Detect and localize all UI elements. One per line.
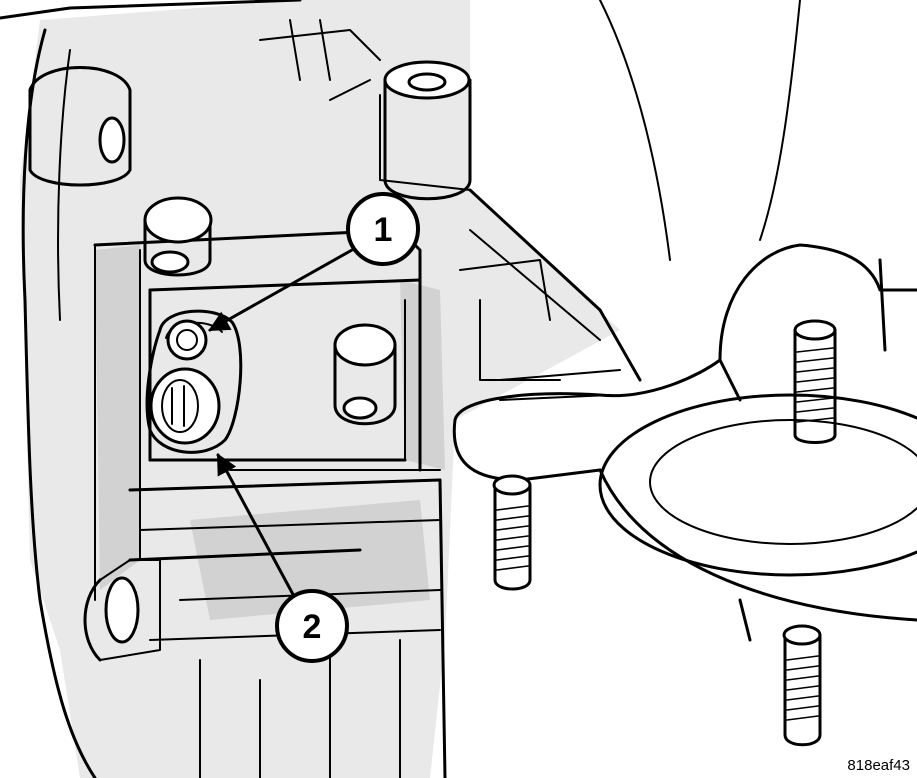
middle-boss [333, 323, 397, 426]
speed-sensor [145, 309, 243, 454]
callout-2: 2 [275, 589, 349, 663]
background-lines [599, 0, 801, 261]
figure-id: 818eaf43 [847, 757, 910, 774]
stud-right-lower [782, 624, 822, 747]
lower-left-boss [83, 576, 140, 662]
stud-right-upper [793, 319, 837, 444]
sensor-bolt [166, 319, 208, 361]
callout-2-number: 2 [303, 608, 322, 646]
callout-1-number: 1 [374, 211, 393, 249]
housing-shading [20, 0, 620, 778]
left-mount-boss [28, 66, 132, 187]
callout-2-leader [216, 453, 298, 602]
upper-boss [383, 60, 472, 201]
left-small-boss [143, 196, 213, 277]
stud-center [492, 474, 532, 591]
callout-1: 1 [346, 192, 420, 266]
callout-1-leader [208, 248, 354, 332]
